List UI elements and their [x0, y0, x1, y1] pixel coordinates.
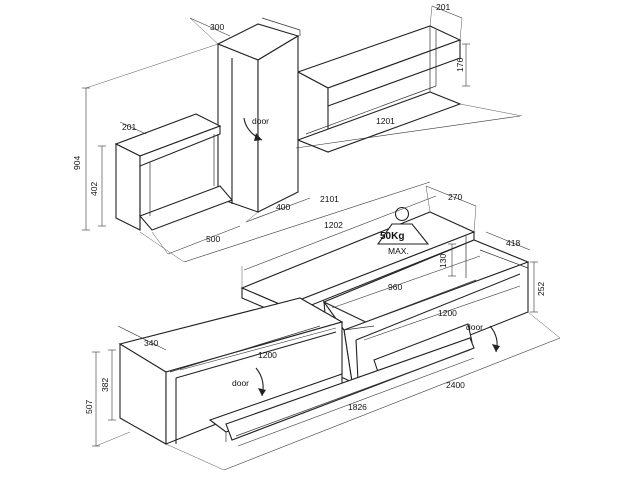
dim-lower-right-depth-418-label: 418 — [506, 238, 520, 248]
dim-lower-left-depth-340: 340 — [117, 325, 167, 351]
dim-upper-right-depth-201-label: 201 — [436, 2, 450, 12]
dim-upper-right-depth-201: 201 — [429, 2, 463, 41]
dim-lower-shelf-960: 960 — [331, 255, 481, 309]
dim-upper-left-depth-201: 201 — [119, 121, 147, 135]
dim-lower-top-depth-270-label: 270 — [448, 192, 462, 202]
lower-plinth — [225, 337, 475, 441]
dim-lower-plinth-1826: 1826 — [237, 357, 475, 447]
dim-upper-box-width-500: 500 — [151, 225, 241, 255]
dim-upper-span-2101: 2101 — [139, 181, 431, 263]
dim-upper-shelf-height-176: 176 — [455, 43, 470, 87]
dim-lower-clearance-130: 130 — [438, 236, 467, 278]
lower-left-door-label: door — [232, 378, 249, 388]
dim-upper-left-depth-201-label: 201 — [122, 122, 136, 132]
dim-upper-box-width-500-label: 500 — [206, 234, 220, 244]
dim-lower-clearance-130-label: 130 — [438, 254, 448, 268]
dim-upper-tower-width-400-label: 400 — [276, 202, 290, 212]
dim-upper-height-904: 904 — [72, 43, 219, 231]
load-value: 50Kg — [380, 231, 404, 242]
dim-upper-tower-width-400: 400 — [245, 197, 311, 223]
dim-lower-total-height-507: 507 — [84, 351, 131, 447]
dim-lower-total-height-507-label: 507 — [84, 400, 94, 414]
lower-right-door-swing-arrow — [489, 325, 500, 353]
dim-upper-shelf-width-1201: 1201 — [295, 103, 523, 149]
dim-lower-right-height-252: 252 — [530, 261, 546, 313]
dim-lower-right-depth-418: 418 — [485, 231, 531, 251]
dim-lower-top-width-1202-label: 1202 — [324, 220, 343, 230]
dim-lower-shelf-960-label: 960 — [388, 282, 402, 292]
dim-upper-height-904-label: 904 — [72, 156, 82, 170]
dim-upper-tower-depth-300: 300 — [189, 17, 231, 45]
dim-lower-right-width-1200-label: 1200 — [438, 308, 457, 318]
dim-upper-box-height-402-label: 402 — [89, 182, 99, 196]
lower-left-door-swing-arrow — [255, 367, 266, 397]
dim-lower-right-width-1200: 1200 — [363, 285, 521, 341]
upper-tall-tower — [216, 17, 301, 213]
dim-lower-left-depth-340-label: 340 — [144, 338, 158, 348]
dim-lower-plinth-1826-label: 1826 — [348, 402, 367, 412]
dim-lower-left-width-1200-label: 1200 — [258, 350, 277, 360]
dim-upper-shelf-width-1201-label: 1201 — [376, 116, 395, 126]
dim-lower-left-width-1200: 1200 — [179, 327, 337, 371]
dim-lower-base-height-382-label: 382 — [100, 378, 110, 392]
upper-door-label: door — [252, 116, 269, 126]
upper-left-box — [114, 113, 233, 231]
dim-upper-tower-depth-300-label: 300 — [210, 22, 224, 32]
upper-door-swing-arrow — [243, 117, 263, 141]
dim-lower-total-width-2400-label: 2400 — [446, 380, 465, 390]
dim-lower-top-width-1202: 1202 — [241, 195, 437, 288]
dim-lower-right-height-252-label: 252 — [536, 282, 546, 296]
dim-lower-total-width-2400: 2400 — [165, 311, 561, 471]
dim-upper-shelf-height-176-label: 176 — [455, 58, 465, 72]
lower-right-door-label: door — [466, 322, 483, 332]
upper-long-shelf — [296, 25, 462, 153]
dim-upper-box-height-402: 402 — [89, 145, 106, 227]
dim-lower-base-height-382: 382 — [100, 349, 116, 421]
weight-load-icon — [376, 206, 430, 245]
load-label: MAX. — [388, 246, 409, 256]
lower-tv-unit: door door 50Kg MAX. 270 1202 — [84, 185, 561, 471]
dim-upper-span-2101-label: 2101 — [320, 194, 339, 204]
upper-wall-unit: door 904 402 300 201 — [72, 2, 523, 263]
